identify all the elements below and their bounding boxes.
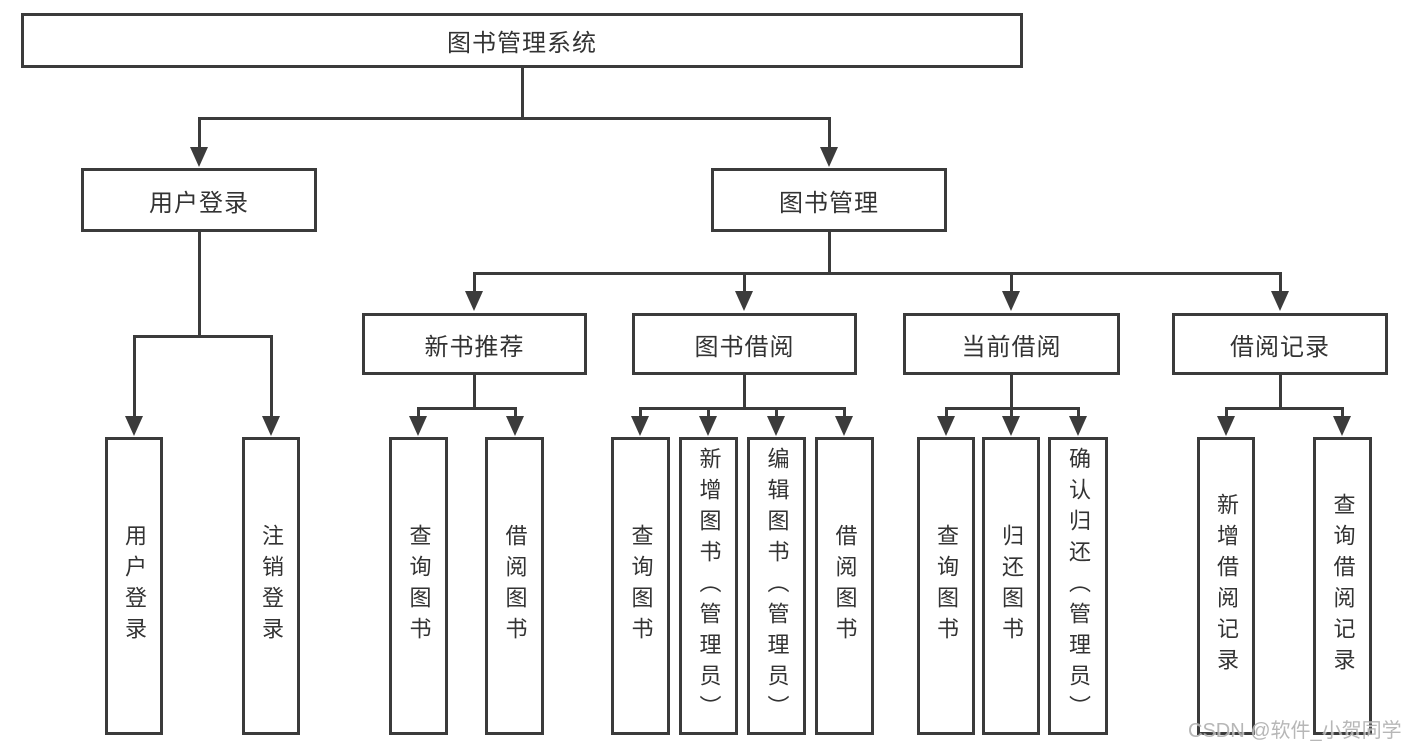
arrow-down-icon: [820, 147, 838, 167]
node-book-management-label: 图书管理: [779, 189, 879, 217]
leaf-cb-query-book-label: 查询图书: [934, 524, 959, 648]
arrow-down-icon: [1002, 416, 1020, 436]
leaf-rec-query-book-label: 查询图书: [406, 524, 432, 648]
leaf-bb-edit-book-admin: 编辑图书（管理员）: [747, 437, 806, 735]
connector-line: [742, 375, 746, 410]
leaf-user-login-label: 用户登录: [122, 524, 147, 648]
connector-line: [520, 68, 524, 120]
connector-line: [774, 407, 778, 418]
connector-line: [1278, 272, 1282, 293]
leaf-bb-query-book-label: 查询图书: [628, 524, 654, 648]
leaf-logout: 注销登录: [242, 437, 300, 735]
connector-line: [1224, 407, 1344, 410]
arrow-down-icon: [409, 416, 427, 436]
leaf-cb-confirm-return-admin-label: 确认归还（管理员）: [1066, 446, 1091, 726]
connector-line: [742, 272, 746, 293]
connector-line: [1224, 407, 1228, 418]
connector-line: [132, 335, 273, 338]
connector-line: [1009, 375, 1013, 410]
arrow-down-icon: [1271, 291, 1289, 311]
connector-line: [472, 272, 476, 293]
connector-line: [1340, 407, 1344, 418]
arrow-down-icon: [262, 416, 280, 436]
node-new-book-recommend: 新书推荐: [362, 313, 587, 375]
connector-line: [638, 407, 846, 410]
node-new-book-recommend-label: 新书推荐: [424, 333, 525, 361]
leaf-bb-add-book-admin-label: 新增图书（管理员）: [696, 446, 722, 726]
arrow-down-icon: [1069, 416, 1087, 436]
leaf-bb-query-book: 查询图书: [611, 437, 670, 735]
node-root-label: 图书管理系统: [447, 30, 597, 57]
arrow-down-icon: [506, 416, 524, 436]
leaf-br-query-record: 查询借阅记录: [1313, 437, 1372, 735]
leaf-logout-label: 注销登录: [259, 524, 284, 648]
leaf-br-add-record: 新增借阅记录: [1197, 437, 1255, 735]
connector-line: [416, 407, 420, 418]
leaf-br-add-record-label: 新增借阅记录: [1214, 493, 1239, 679]
connector-line: [1009, 407, 1013, 418]
connector-line: [197, 117, 831, 120]
node-root: 图书管理系统: [21, 13, 1023, 68]
leaf-br-query-record-label: 查询借阅记录: [1330, 493, 1356, 679]
connector-line: [1009, 272, 1013, 293]
connector-line: [269, 335, 273, 418]
watermark: CSDN @软件_小贺同学: [1188, 720, 1402, 742]
leaf-cb-query-book: 查询图书: [917, 437, 975, 735]
connector-line: [1278, 375, 1282, 410]
node-book-management: 图书管理: [711, 168, 947, 232]
leaf-bb-borrow-book-label: 借阅图书: [832, 524, 858, 648]
node-user-login-label: 用户登录: [149, 189, 249, 217]
leaf-cb-return-book: 归还图书: [982, 437, 1040, 735]
leaf-user-login: 用户登录: [105, 437, 163, 735]
node-borrow-records: 借阅记录: [1172, 313, 1388, 375]
connector-line: [827, 117, 831, 149]
leaf-bb-borrow-book: 借阅图书: [815, 437, 874, 735]
arrow-down-icon: [767, 416, 785, 436]
arrow-down-icon: [699, 416, 717, 436]
arrow-down-icon: [125, 416, 143, 436]
arrow-down-icon: [631, 416, 649, 436]
arrow-down-icon: [1333, 416, 1351, 436]
arrow-down-icon: [190, 147, 208, 167]
arrow-down-icon: [1217, 416, 1235, 436]
arrow-down-icon: [735, 291, 753, 311]
leaf-bb-add-book-admin: 新增图书（管理员）: [679, 437, 738, 735]
connector-line: [197, 117, 201, 149]
arrow-down-icon: [1002, 291, 1020, 311]
node-borrow-records-label: 借阅记录: [1230, 333, 1330, 361]
leaf-cb-confirm-return-admin: 确认归还（管理员）: [1048, 437, 1108, 735]
leaf-rec-query-book: 查询图书: [389, 437, 448, 735]
connector-line: [827, 232, 831, 275]
connector-line: [1076, 407, 1080, 418]
leaf-bb-edit-book-admin-label: 编辑图书（管理员）: [764, 446, 790, 726]
node-current-borrow-label: 当前借阅: [961, 333, 1062, 361]
connector-line: [944, 407, 948, 418]
arrow-down-icon: [465, 291, 483, 311]
connector-line: [197, 232, 201, 338]
connector-line: [472, 375, 476, 410]
leaf-cb-return-book-label: 归还图书: [999, 524, 1024, 648]
connector-line: [638, 407, 642, 418]
connector-line: [513, 407, 517, 418]
leaf-rec-borrow-book: 借阅图书: [485, 437, 544, 735]
node-current-borrow: 当前借阅: [903, 313, 1120, 375]
connector-line: [842, 407, 846, 418]
connector-line: [472, 272, 1282, 275]
arrow-down-icon: [835, 416, 853, 436]
node-book-borrow-label: 图书借阅: [694, 333, 795, 361]
node-user-login: 用户登录: [81, 168, 317, 232]
connector-line: [416, 407, 517, 410]
node-book-borrow: 图书借阅: [632, 313, 857, 375]
connector-line: [706, 407, 710, 418]
leaf-rec-borrow-book-label: 借阅图书: [502, 524, 528, 648]
connector-line: [132, 335, 136, 418]
arrow-down-icon: [937, 416, 955, 436]
